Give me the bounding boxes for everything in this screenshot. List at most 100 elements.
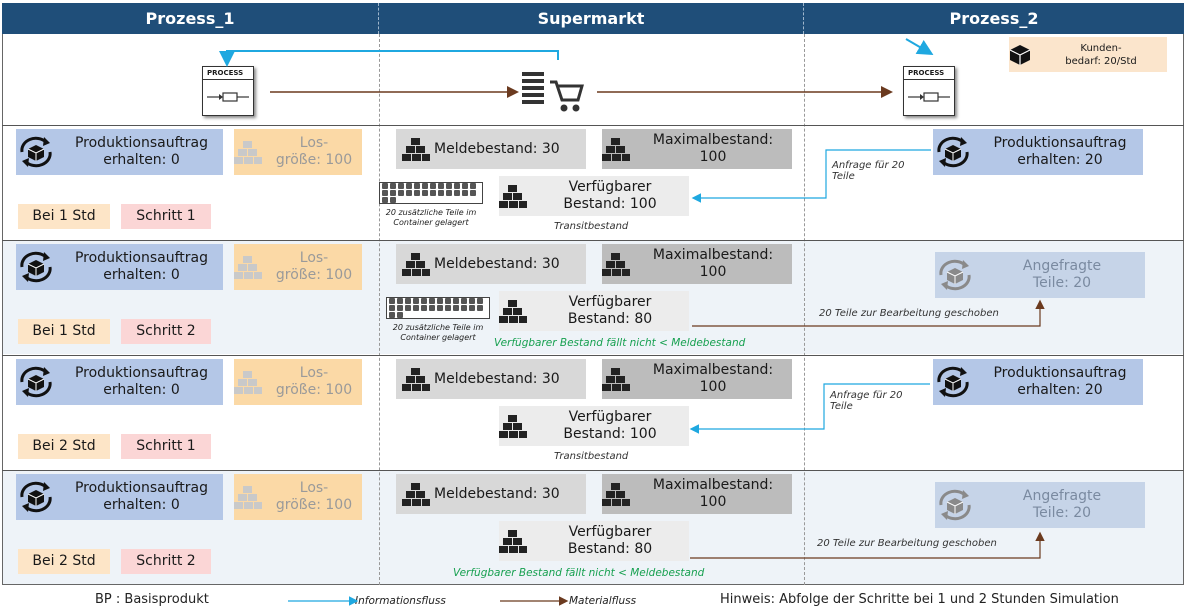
step-badge-row-2: Schritt 2 (121, 319, 211, 344)
process-2-icon: PROCESS (903, 66, 955, 116)
transitbestand-label: Transitbestand (554, 451, 629, 462)
row-divider-3 (2, 355, 1184, 356)
container-parts-strip (379, 182, 483, 204)
process-1-icon: PROCESS (202, 66, 254, 116)
parts-stack-icon (499, 300, 527, 323)
kunden-line-2: bedarf: 20/Std (1065, 55, 1137, 67)
maximalbestand-box-row-1: Maximalbestand:100 (602, 129, 792, 169)
max-line-2: 100 (699, 494, 727, 510)
parts-stack-icon (499, 415, 527, 438)
max-line-1: Maximalbestand: (652, 247, 774, 263)
p2-line-1: Angefragte (1022, 258, 1102, 274)
process-2-flow-icon (908, 92, 950, 102)
meldebestand-box-row-4: Meldebestand: 30 (396, 474, 586, 514)
los-line-1: Los- (299, 480, 329, 496)
maximalbestand-box-row-4: Maximalbestand:100 (602, 474, 792, 514)
header-prozess-2: Prozess_2 (804, 3, 1184, 34)
time-badge-row-3: Bei 2 Std (18, 434, 110, 459)
parts-stack-icon (234, 486, 262, 509)
parts-stack-icon (402, 368, 430, 391)
time-badge-row-4: Bei 2 Std (18, 549, 110, 574)
meldebestand-box-row-1: Meldebestand: 30 (396, 129, 586, 169)
losgroesse-box-row-1: Los-größe: 100 (234, 129, 362, 175)
losgroesse-box-row-3: Los-größe: 100 (234, 359, 362, 405)
pushed-parts-label: 20 Teile zur Bearbeitung geschoben (819, 308, 999, 319)
meldebestand-text: Meldebestand: 30 (434, 485, 560, 502)
parts-stack-icon (402, 483, 430, 506)
meldebestand-box-row-2: Meldebestand: 30 (396, 244, 586, 284)
verf-line-2: Bestand: 80 (567, 311, 653, 327)
step-badge-row-1: Schritt 1 (121, 204, 211, 229)
meldebestand-text: Meldebestand: 30 (434, 370, 560, 387)
row-divider-2 (2, 240, 1184, 241)
column-divider-1 (379, 34, 380, 585)
los-line-2: größe: 100 (275, 497, 353, 513)
auftrag-line-2: erhalten: 0 (103, 152, 180, 168)
los-line-2: größe: 100 (275, 382, 353, 398)
p2-line-2: erhalten: 20 (1017, 152, 1103, 168)
losgroesse-box-row-2: Los-größe: 100 (234, 244, 362, 290)
los-line-1: Los- (299, 250, 329, 266)
auftrag-line-1: Produktionsauftrag (74, 365, 209, 381)
header-supermarkt: Supermarkt (379, 3, 804, 34)
production-cycle-icon (937, 366, 969, 398)
process-2-label: PROCESS (904, 67, 954, 80)
meldebestand-text: Meldebestand: 30 (434, 255, 560, 272)
supermarket-cart-icon (522, 72, 584, 112)
header-prozess-1: Prozess_1 (2, 3, 379, 34)
production-cycle-icon (20, 251, 52, 283)
parts-stack-icon (234, 256, 262, 279)
production-cycle-icon (20, 481, 52, 513)
parts-stack-icon (402, 253, 430, 276)
transitbestand-label: Transitbestand (554, 221, 629, 232)
parts-stack-icon (234, 141, 262, 164)
info-flow-top (219, 50, 559, 67)
max-line-2: 100 (699, 149, 727, 165)
info-flow-kunden (905, 38, 934, 56)
footer-bp: BP : Basisprodukt (95, 592, 209, 607)
verf-line-2: Bestand: 80 (567, 541, 653, 557)
los-line-1: Los- (299, 365, 329, 381)
step-badge-row-4: Schritt 2 (121, 549, 211, 574)
verf-line-1: Verfügbarer (568, 409, 652, 425)
parts-stack-icon (602, 138, 630, 161)
verf-line-1: Verfügbarer (568, 294, 652, 310)
parts-stack-icon (602, 483, 630, 506)
parts-stack-icon (234, 371, 262, 394)
verf-line-2: Bestand: 100 (563, 426, 657, 442)
production-cycle-icon (20, 136, 52, 168)
losgroesse-box-row-4: Los-größe: 100 (234, 474, 362, 520)
verf-line-1: Verfügbarer (568, 524, 652, 540)
footer-hint: Hinweis: Abfolge der Schritte bei 1 und … (720, 592, 1119, 607)
auftrag-line-2: erhalten: 0 (103, 497, 180, 513)
max-line-1: Maximalbestand: (652, 362, 774, 378)
production-cycle-icon (939, 259, 971, 291)
auftrag-line-2: erhalten: 0 (103, 267, 180, 283)
container-parts-strip (386, 297, 490, 319)
column-divider-2 (804, 34, 805, 585)
los-line-2: größe: 100 (275, 152, 353, 168)
footer-info-label: Informationsfluss (355, 595, 446, 607)
parts-stack-icon (499, 530, 527, 553)
pushed-parts-label: 20 Teile zur Bearbeitung geschoben (817, 538, 997, 549)
diagram-frame (2, 34, 1184, 585)
meldebestand-box-row-3: Meldebestand: 30 (396, 359, 586, 399)
green-note: Verfügbarer Bestand fällt nicht < Meldeb… (494, 337, 746, 349)
production-cycle-icon (20, 366, 52, 398)
kunden-line-1: Kunden- (1080, 42, 1122, 54)
